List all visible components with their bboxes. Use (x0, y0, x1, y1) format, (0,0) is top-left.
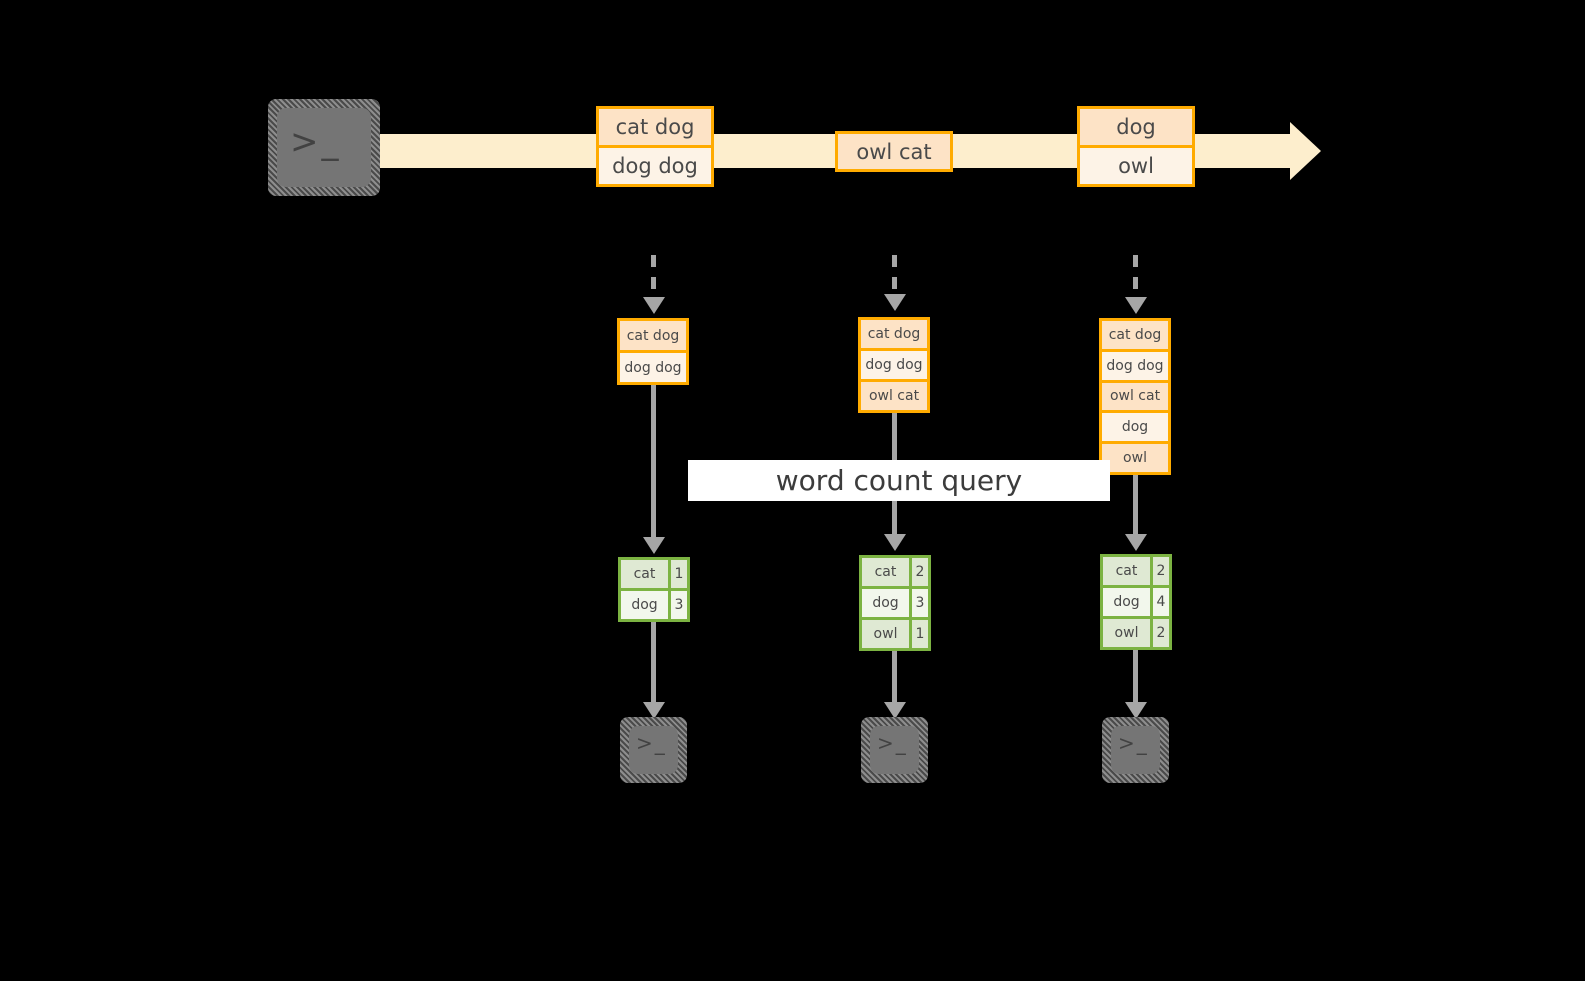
stream-record-line: owl (1080, 145, 1192, 184)
source-terminal-icon[interactable]: >_ (268, 99, 380, 196)
stream-record-1: cat dog dog dog (596, 106, 714, 187)
result-row: cat 2 (1103, 557, 1169, 585)
query-arrowhead-1 (643, 537, 665, 554)
sink-connector-1 (651, 622, 656, 704)
terminal-prompt-glyph: >_ (877, 731, 908, 755)
batch-input-row: dog dog (620, 350, 686, 382)
sink-arrowhead-3 (1125, 702, 1147, 719)
batch-input-row: owl cat (861, 379, 927, 410)
batch-input-row: owl cat (1102, 379, 1168, 411)
result-count: 1 (668, 560, 687, 588)
batch-input-row: dog (1102, 410, 1168, 442)
sink-arrowhead-1 (643, 702, 665, 719)
batch-result-table-3: cat 2 dog 4 owl 2 (1100, 554, 1172, 650)
stream-to-batch-connector-1 (651, 255, 656, 300)
result-word: dog (862, 589, 909, 617)
result-count: 2 (1150, 619, 1169, 647)
batch-input-row: cat dog (620, 321, 686, 350)
query-connector-1 (651, 385, 656, 540)
batch-input-table-3: cat dog dog dog owl cat dog owl (1099, 318, 1171, 475)
batch-input-row: dog dog (1102, 348, 1168, 380)
result-word: dog (621, 591, 668, 619)
stream-record-line: dog (1080, 109, 1192, 145)
result-row: owl 2 (1103, 616, 1169, 647)
result-word: dog (1103, 588, 1150, 616)
stream-record-3: dog owl (1077, 106, 1195, 187)
batch-result-table-1: cat 1 dog 3 (618, 557, 690, 622)
batch-input-row: cat dog (861, 320, 927, 348)
result-word: cat (621, 560, 668, 588)
sink-arrowhead-2 (884, 702, 906, 719)
terminal-screen: >_ (870, 726, 919, 774)
batch-input-table-1: cat dog dog dog (617, 318, 689, 385)
query-arrowhead-2 (884, 534, 906, 551)
stream-record-line: cat dog (599, 109, 711, 145)
result-row: cat 1 (621, 560, 687, 588)
sink-terminal-icon-1[interactable]: >_ (620, 717, 687, 783)
sink-terminal-icon-2[interactable]: >_ (861, 717, 928, 783)
stream-to-batch-connector-3 (1133, 255, 1138, 300)
result-row: dog 4 (1103, 585, 1169, 616)
terminal-prompt-glyph: >_ (290, 122, 342, 162)
stream-to-batch-arrowhead-1 (643, 297, 665, 314)
terminal-screen: >_ (1111, 726, 1160, 774)
result-word: cat (1103, 557, 1150, 585)
stream-to-batch-arrowhead-2 (884, 294, 906, 311)
batch-input-row: cat dog (1102, 321, 1168, 349)
result-count: 1 (909, 620, 928, 648)
batch-result-table-2: cat 2 dog 3 owl 1 (859, 555, 931, 651)
result-count: 2 (909, 558, 928, 586)
stream-to-batch-arrowhead-3 (1125, 297, 1147, 314)
result-word: owl (862, 620, 909, 648)
sink-terminal-icon-3[interactable]: >_ (1102, 717, 1169, 783)
terminal-screen: >_ (277, 108, 371, 187)
stream-arrow-head (1290, 122, 1321, 180)
result-row: dog 3 (862, 586, 928, 617)
batch-input-table-2: cat dog dog dog owl cat (858, 317, 930, 413)
sink-connector-2 (892, 651, 897, 704)
result-count: 2 (1150, 557, 1169, 585)
result-count: 3 (909, 589, 928, 617)
stream-record-line: dog dog (599, 145, 711, 184)
result-count: 4 (1150, 588, 1169, 616)
batch-input-row: owl (1102, 441, 1168, 472)
stream-record-line: owl cat (838, 134, 950, 169)
terminal-screen: >_ (629, 726, 678, 774)
sink-connector-3 (1133, 650, 1138, 704)
stream-record-2: owl cat (835, 131, 953, 172)
result-row: cat 2 (862, 558, 928, 586)
query-connector-3 (1133, 475, 1138, 537)
result-row: owl 1 (862, 617, 928, 648)
result-count: 3 (668, 591, 687, 619)
terminal-prompt-glyph: >_ (1118, 731, 1149, 755)
terminal-prompt-glyph: >_ (636, 731, 667, 755)
query-arrowhead-3 (1125, 534, 1147, 551)
stream-to-batch-connector-2 (892, 255, 897, 297)
result-word: owl (1103, 619, 1150, 647)
result-row: dog 3 (621, 588, 687, 619)
result-word: cat (862, 558, 909, 586)
batch-input-row: dog dog (861, 348, 927, 379)
query-label: word count query (688, 460, 1110, 501)
